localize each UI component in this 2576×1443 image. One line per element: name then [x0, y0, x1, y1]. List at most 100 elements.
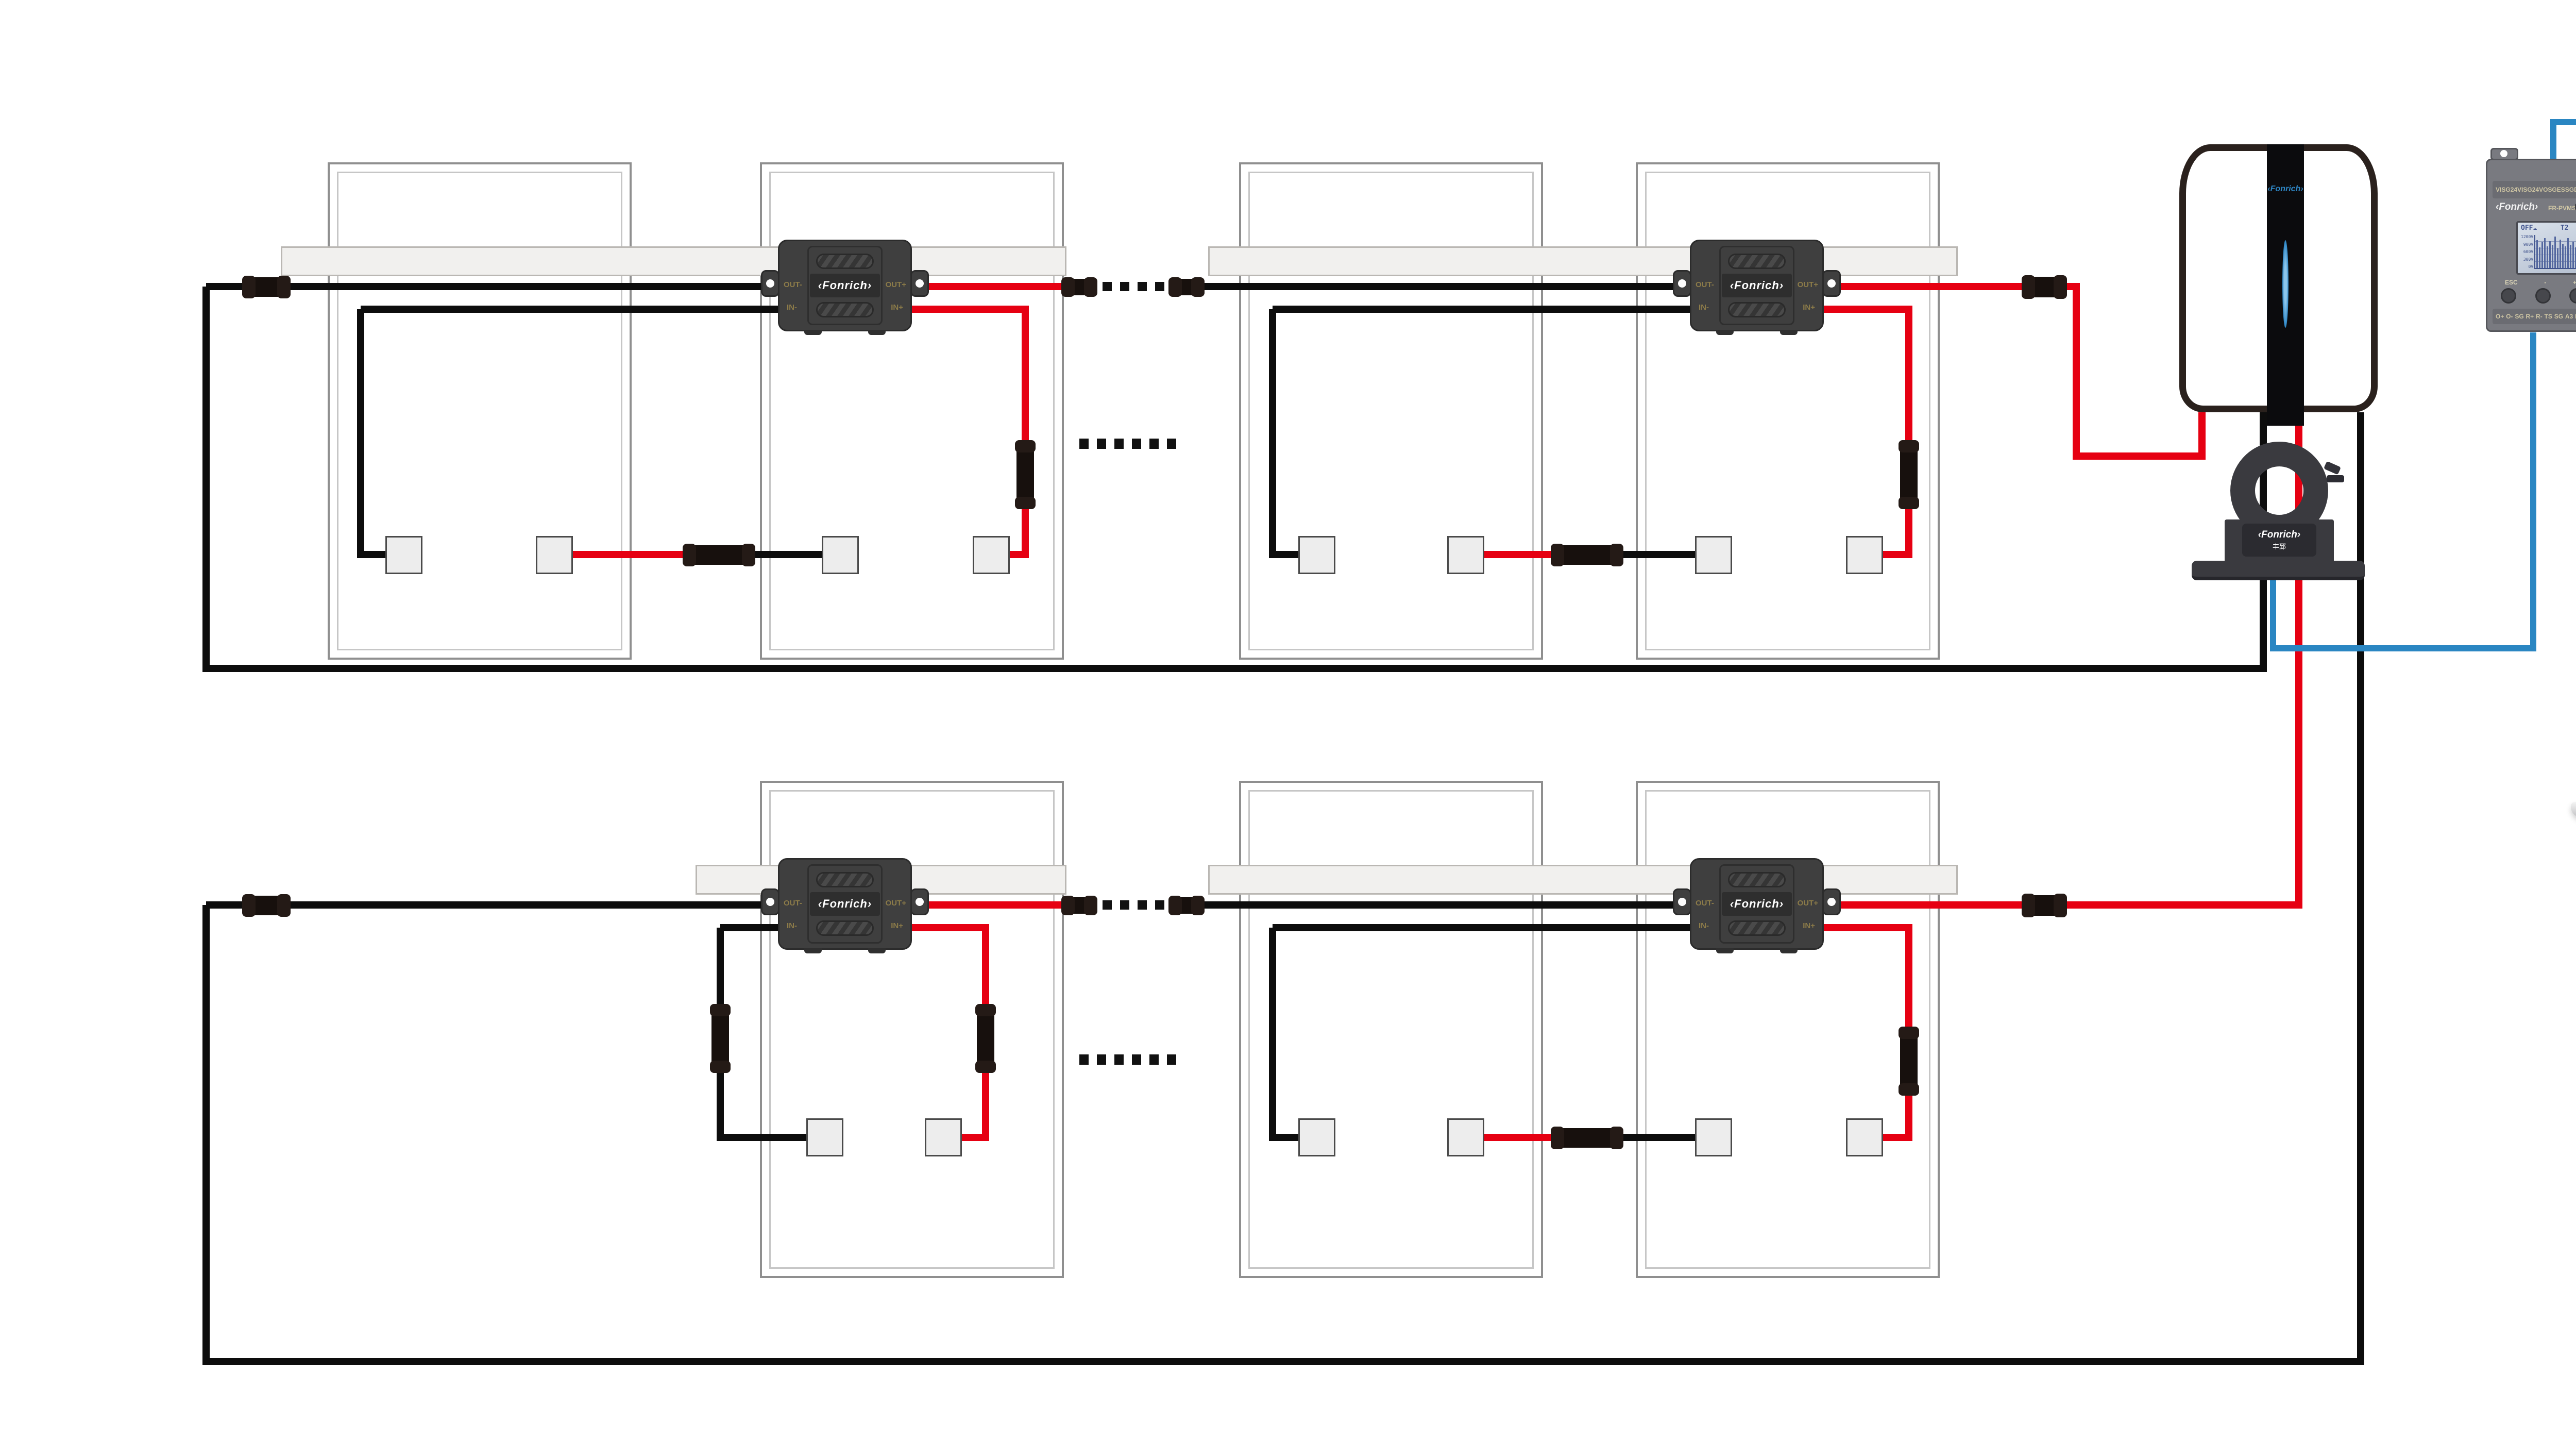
- rsd-vent: [816, 872, 874, 887]
- wire-in-minus: [357, 309, 364, 558]
- esc-button[interactable]: [2501, 288, 2516, 304]
- wire-return-loop-row1: [202, 287, 210, 672]
- fonrich-logo: ‹Fonrich›: [1722, 892, 1792, 916]
- wire-in-minus: [1269, 309, 1276, 558]
- wire-in-plus: [1823, 306, 1912, 313]
- wire-trunk-row1: [206, 283, 781, 290]
- lcd-axis-label: 0V: [2528, 264, 2534, 269]
- wire-ac-feed-row2: [2066, 901, 2302, 909]
- rapid-shutdown-box: ‹Fonrich› OUT- IN- OUT+ IN+: [1673, 858, 1841, 953]
- junction-box: [1447, 1118, 1484, 1156]
- cable-connector: [1168, 896, 1205, 915]
- lcd-bar: [2549, 241, 2551, 268]
- lcd-bar: [2536, 240, 2538, 268]
- wire-in-minus: [1273, 306, 1692, 313]
- mounting-ear: [910, 888, 929, 915]
- laptop-base: [2571, 802, 2576, 817]
- port-label-out-minus: OUT-: [1696, 899, 1714, 908]
- terminal-strip-top: VISG24VISG24VOSGESSGDI1DI2B2A2B1A1: [2493, 181, 2576, 198]
- button-label-esc: ESC: [2505, 279, 2518, 286]
- lcd-axis-label: 900V: [2523, 242, 2534, 247]
- rapid-shutdown-box: ‹Fonrich› OUT- IN- OUT+ IN+: [1673, 240, 1841, 335]
- junction-box: [1695, 1118, 1732, 1156]
- junction-box: [1846, 536, 1883, 574]
- inverter: ‹Fonrich›: [2179, 144, 2378, 426]
- wire-series-link: [1482, 1134, 1554, 1141]
- cable-connector: [2022, 894, 2067, 917]
- wire-trunk-out-plus: [911, 283, 1076, 290]
- solar-panel: [1636, 781, 1940, 1278]
- lcd-bar: [2557, 248, 2559, 268]
- cable-connector: [1551, 1127, 1623, 1149]
- lcd-axis-label: 300V: [2523, 257, 2534, 262]
- dots-trunk-row1: [1103, 282, 1165, 291]
- wire-series-link: [571, 551, 687, 558]
- cable-connector: [1061, 896, 1097, 915]
- solar-panel: [1239, 162, 1543, 660]
- wire-in-minus: [717, 1134, 816, 1141]
- mounting-rail: [281, 246, 1066, 276]
- lcd-bar: [2575, 247, 2576, 268]
- cable-connector: [2022, 275, 2067, 299]
- solar-panel: [328, 162, 632, 660]
- rsd-inner-panel: ‹Fonrich›: [1719, 864, 1794, 944]
- terminal-label: O-: [2506, 313, 2513, 320]
- minus-button[interactable]: [2535, 288, 2551, 304]
- wire-return-loop-row2: [2357, 412, 2364, 1365]
- port-label-in-minus: IN-: [1699, 303, 1709, 312]
- fonrich-cn: 丰郅: [2272, 543, 2286, 550]
- wire-estop-blue: [2550, 119, 2576, 125]
- port-label-in-plus: IN+: [1803, 921, 1815, 930]
- wire-return-loop-row1: [202, 665, 2267, 672]
- fonrich-logo: ‹Fonrich›: [1722, 274, 1792, 297]
- port-label-in-minus: IN-: [1699, 921, 1709, 930]
- rsd-vent: [816, 302, 874, 317]
- lcd-status: OFF☁: [2521, 224, 2537, 232]
- junction-box: [536, 536, 573, 574]
- lcd-bar: [2539, 247, 2541, 268]
- port-label-out-plus: OUT+: [885, 899, 906, 908]
- button-label-plus: +: [2572, 279, 2576, 286]
- rsd-inner-panel: ‹Fonrich›: [1719, 246, 1794, 325]
- dots-mid-row2: [1079, 1054, 1181, 1065]
- plus-button[interactable]: [2569, 288, 2576, 304]
- switch-r[interactable]: [2575, 204, 2576, 210]
- cable-connector: [683, 544, 755, 566]
- terminal-label: ES: [2556, 186, 2565, 193]
- terminal-label: SG: [2523, 186, 2532, 193]
- fonrich-logo: ‹Fonrich›: [2258, 529, 2301, 540]
- cable-connector: [1015, 440, 1036, 509]
- port-label-in-plus: IN+: [891, 921, 903, 930]
- rsd-vent: [816, 920, 874, 936]
- wire-ct-rs485-blue: [2270, 578, 2276, 651]
- mounting-ear: [1822, 270, 1841, 297]
- cable-connector: [1899, 1027, 1919, 1096]
- wire-trunk-row1: [1205, 283, 1694, 290]
- lcd-bar: [2552, 245, 2554, 268]
- wire-in-minus: [1273, 924, 1692, 931]
- wire-return-loop-row2: [202, 905, 210, 1365]
- lcd-bar: [2572, 241, 2574, 268]
- cable-connector: [242, 276, 291, 298]
- terminal-label: A3: [2565, 313, 2573, 320]
- cable-connector: [1899, 440, 1919, 509]
- junction-box: [1846, 1118, 1883, 1156]
- lcd-bar: [2567, 238, 2569, 268]
- port-label-in-minus: IN-: [787, 303, 797, 312]
- ct-label: ‹Fonrich› 丰郅: [2242, 524, 2316, 557]
- junction-box: [1298, 1118, 1335, 1156]
- fonrich-logo: ‹Fonrich›: [2267, 184, 2303, 193]
- wire-in-plus: [911, 306, 1029, 313]
- wire-in-plus: [1022, 309, 1029, 558]
- terminal-labels: O+O-SGR+R-TSSGA3B3FG: [2496, 313, 2576, 320]
- wire-estop-blue: [2550, 119, 2556, 161]
- mounting-ear: [2490, 148, 2518, 160]
- cable-connector: [1551, 544, 1623, 566]
- junction-box: [806, 1118, 843, 1156]
- rsd-vent: [1728, 872, 1786, 887]
- lcd-bar: [2547, 246, 2549, 268]
- port-label-in-plus: IN+: [891, 303, 903, 312]
- rapid-shutdown-box: ‹Fonrich› OUT- IN- OUT+ IN+: [761, 240, 929, 335]
